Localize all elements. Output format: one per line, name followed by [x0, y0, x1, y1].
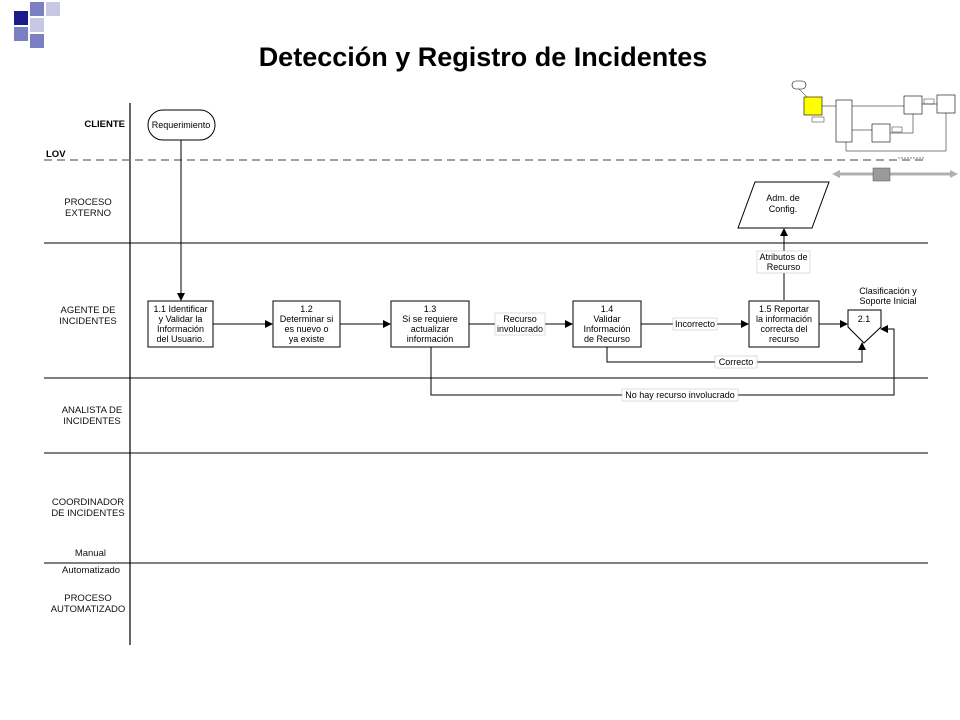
svg-text:1.3: 1.3	[424, 304, 437, 314]
svg-text:1.1 Identificar: 1.1 Identificar	[153, 304, 207, 314]
svg-text:Si se requiere: Si se requiere	[402, 314, 458, 324]
svg-text:de Recurso: de Recurso	[584, 334, 630, 344]
node-requerimiento: Requerimiento	[147, 109, 216, 141]
thumbnail-scroll-thumb	[872, 167, 891, 182]
svg-text:es nuevo o: es nuevo o	[284, 324, 328, 334]
lane-agente-1: AGENTE DE	[61, 305, 116, 316]
svg-text:2.1: 2.1	[858, 314, 871, 324]
label-recurso-involucrado-2: involucrado	[497, 324, 543, 334]
svg-text:actualizar: actualizar	[411, 324, 450, 334]
label-incorrecto: Incorrecto	[675, 319, 715, 329]
svg-text:del Usuario.: del Usuario.	[156, 334, 204, 344]
svg-text:y Validar la: y Validar la	[159, 314, 203, 324]
offpage-connector-2-1: 2.1	[847, 309, 882, 344]
lane-proceso-externo-1: PROCESO	[64, 197, 112, 208]
svg-text:Requerimiento: Requerimiento	[152, 120, 211, 130]
lane-manual: Manual	[75, 548, 106, 559]
label-clasificacion-2: Soporte Inicial	[859, 296, 916, 306]
lane-proceso-automatizado-2: AUTOMATIZADO	[51, 604, 126, 615]
svg-text:Validar: Validar	[593, 314, 620, 324]
lane-analista-2: INCIDENTES	[63, 416, 121, 427]
svg-text:Información: Información	[157, 324, 204, 334]
thumbnail-minimap	[791, 80, 958, 182]
lane-proceso-externo-2: EXTERNO	[65, 208, 111, 219]
label-correcto: Correcto	[719, 357, 754, 367]
node-1-5: 1.5 Reportar la información correcta del…	[748, 300, 820, 348]
lane-cliente: CLIENTE	[84, 119, 125, 130]
svg-text:1.2: 1.2	[300, 304, 313, 314]
node-1-1: 1.1 Identificar y Validar la Información…	[147, 300, 214, 348]
thumbnail-highlight-box	[803, 96, 823, 116]
node-1-4: 1.4 Validar Información de Recurso	[572, 300, 642, 348]
svg-text:recurso: recurso	[769, 334, 799, 344]
node-adm-config: Adm. de Config.	[737, 181, 830, 229]
svg-text:la información: la información	[756, 314, 812, 324]
svg-text:Determinar si: Determinar si	[280, 314, 334, 324]
svg-text:Adm. de: Adm. de	[766, 193, 800, 203]
svg-text:1.5 Reportar: 1.5 Reportar	[759, 304, 809, 314]
flow-labels: Recurso involucrado Incorrecto Correcto …	[494, 250, 917, 402]
svg-text:Información: Información	[583, 324, 630, 334]
lane-agente-2: INCIDENTES	[59, 316, 117, 327]
lane-coordinador-1: COORDINADOR	[52, 497, 124, 508]
label-atributos-2: Recurso	[767, 262, 801, 272]
page-title: Detección y Registro de Incidentes	[258, 42, 708, 72]
lane-coordinador-2: DE INCIDENTES	[51, 508, 124, 519]
logo-squares	[14, 2, 60, 48]
svg-text:correcta del: correcta del	[760, 324, 807, 334]
label-atributos-1: Atributos de	[759, 252, 807, 262]
label-clasificacion-1: Clasificación y	[859, 286, 917, 296]
lane-proceso-automatizado-1: PROCESO	[64, 593, 112, 604]
lane-automatizado: Automatizado	[62, 565, 120, 576]
svg-text:ya existe: ya existe	[289, 334, 325, 344]
label-recurso-involucrado-1: Recurso	[503, 314, 537, 324]
lane-labels: CLIENTE LOV PROCESO EXTERNO AGENTE DE IN…	[46, 119, 125, 615]
label-no-hay-recurso: No hay recurso involucrado	[625, 390, 735, 400]
svg-text:1.4: 1.4	[601, 304, 614, 314]
lane-analista-1: ANALISTA DE	[62, 405, 123, 416]
node-1-2: 1.2 Determinar si es nuevo o ya existe	[272, 300, 341, 348]
lane-lov: LOV	[46, 149, 66, 160]
swimlane-grid	[44, 103, 928, 645]
svg-text:información: información	[407, 334, 454, 344]
node-1-3: 1.3 Si se requiere actualizar informació…	[390, 300, 470, 348]
svg-text:Config.: Config.	[769, 204, 798, 214]
